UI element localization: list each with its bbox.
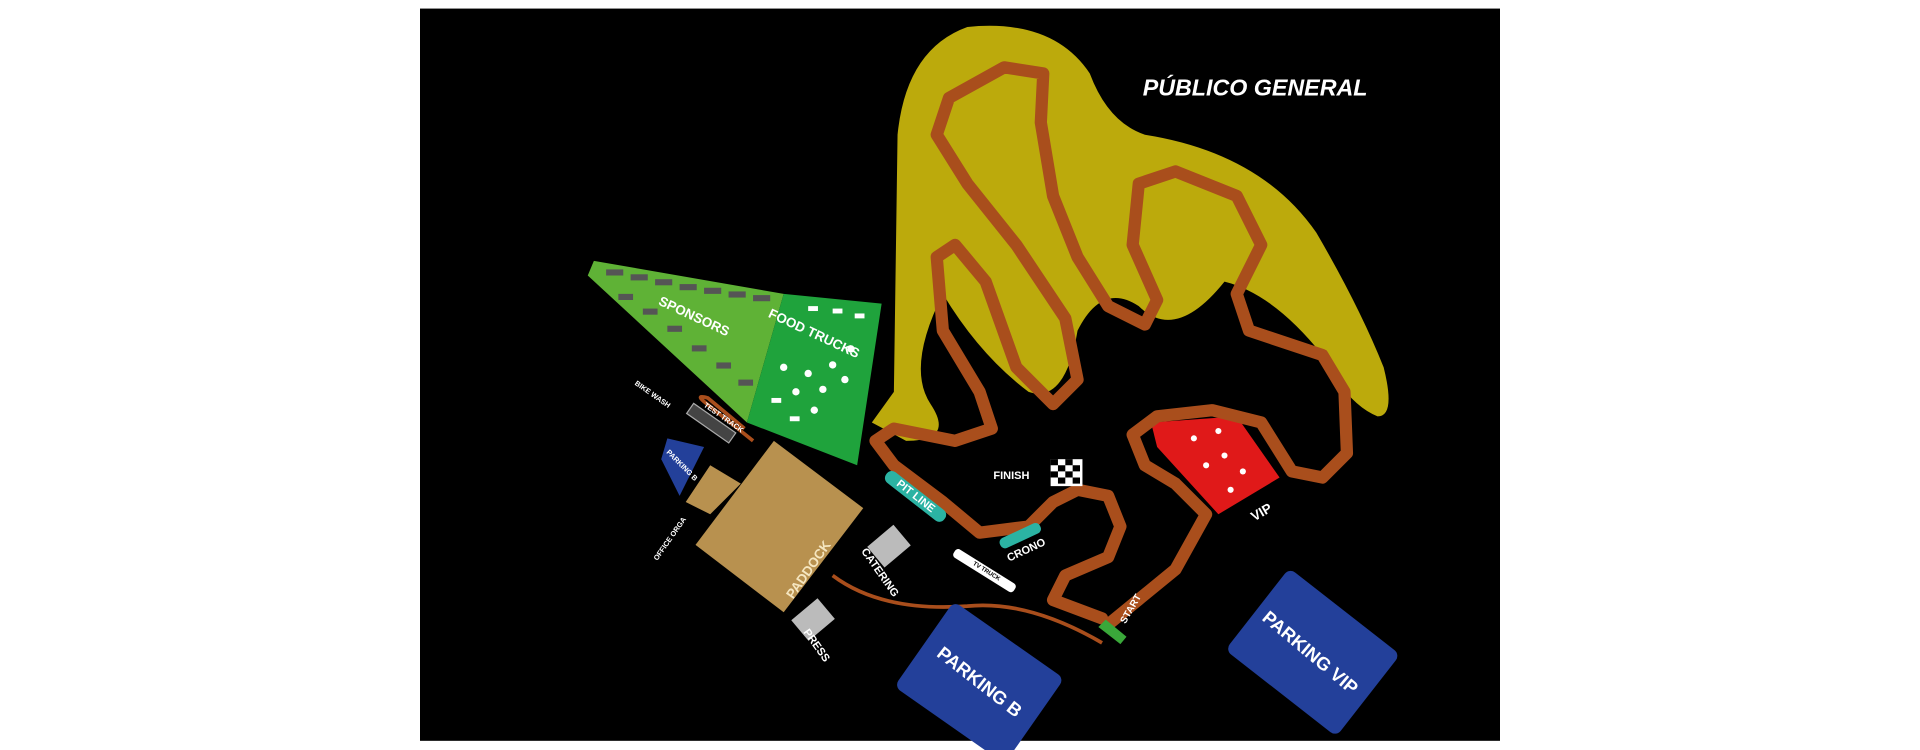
- paddock-access-road: [831, 574, 1103, 645]
- bike-wash-area[interactable]: [685, 402, 737, 444]
- sponsors-area[interactable]: [587, 260, 784, 423]
- start-line: [1098, 619, 1127, 645]
- food-truck-markers: [771, 306, 865, 422]
- finish-label: FINISH: [993, 470, 1029, 482]
- pit-line[interactable]: [882, 468, 948, 524]
- sponsor-stands: [606, 269, 771, 386]
- press-tent[interactable]: [791, 598, 835, 641]
- vip-area[interactable]: [1151, 416, 1280, 515]
- parking-b-small[interactable]: [661, 438, 705, 496]
- paddock-area[interactable]: [695, 440, 864, 613]
- food-trucks-area[interactable]: [746, 293, 882, 466]
- test-track[interactable]: [698, 394, 755, 443]
- crono-box[interactable]: [998, 521, 1043, 550]
- public-general-label: PÚBLICO GENERAL: [1143, 74, 1368, 101]
- office-orga-area[interactable]: [685, 465, 741, 515]
- catering-tent[interactable]: [867, 524, 911, 568]
- finish-flag-icon: [1050, 459, 1083, 487]
- vip-markers: [1190, 427, 1246, 493]
- tv-truck[interactable]: [952, 548, 1017, 594]
- parking-vip[interactable]: [1225, 568, 1400, 737]
- parking-b[interactable]: [894, 601, 1064, 750]
- race-track[interactable]: [869, 61, 1354, 631]
